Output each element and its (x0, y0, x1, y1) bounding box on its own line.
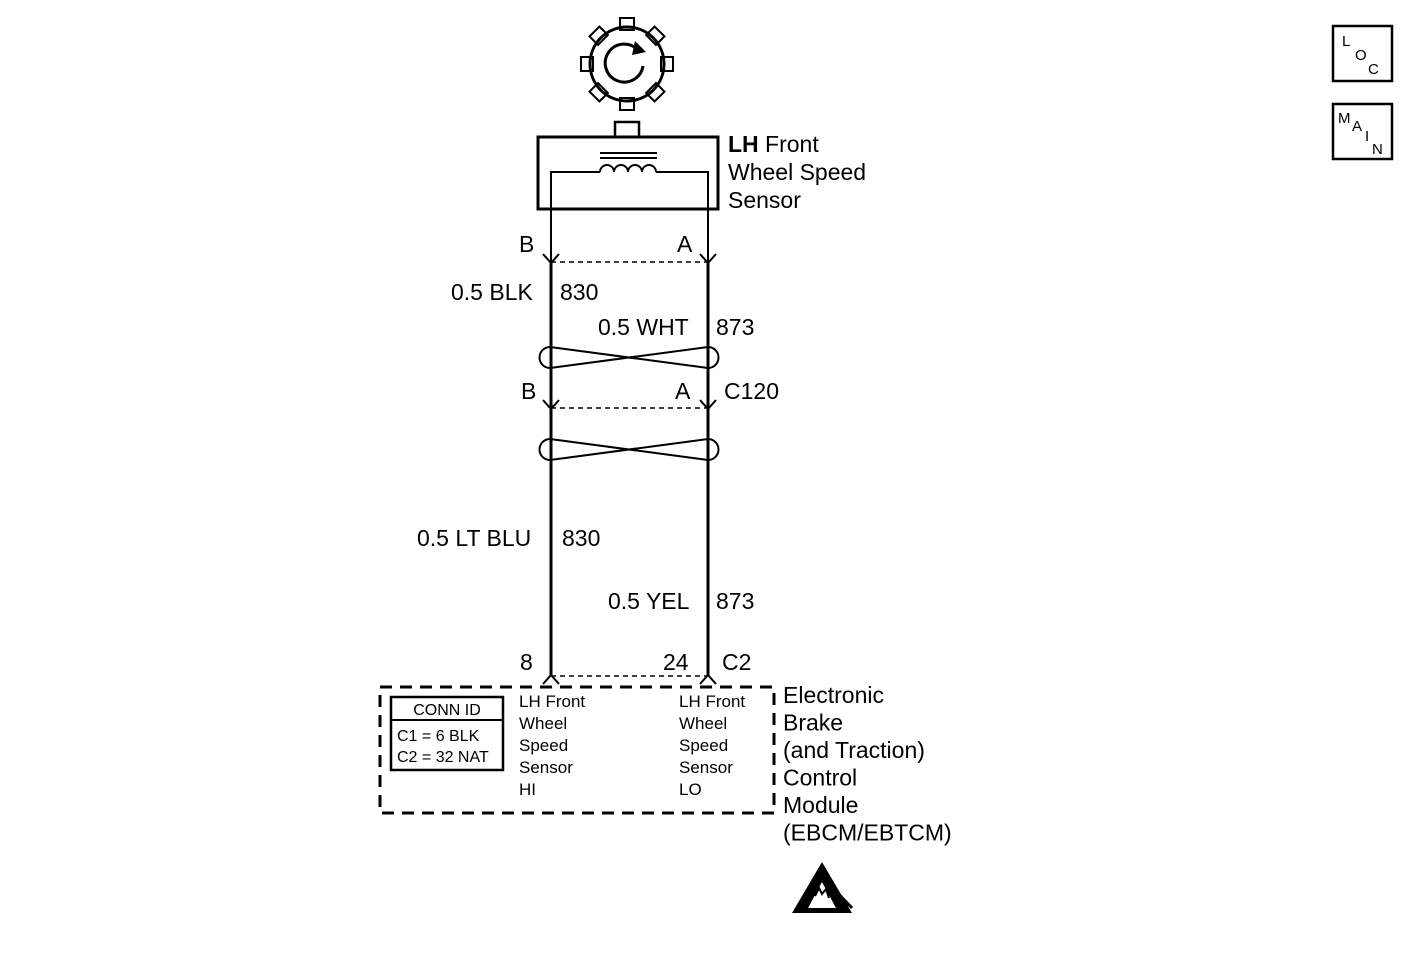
wire-lower-left-color: 0.5 LT BLU (417, 525, 531, 551)
module-connector-chevron-right (699, 673, 717, 685)
module-connector-pin-24: 24 (663, 649, 689, 675)
module-name-line: Module (783, 792, 858, 818)
tone-wheel-tooth (644, 25, 666, 47)
inline-connector-chevron-left (542, 399, 560, 411)
inline-connector-id: C120 (724, 378, 779, 404)
esd-warning-icon (792, 862, 854, 913)
module-name-line: (EBCM/EBTCM) (783, 820, 952, 846)
wire-lower-left-circuit: 830 (562, 525, 600, 551)
module-connector-id: C2 (722, 649, 751, 675)
twisted-pair-symbol-upper (538, 346, 720, 369)
twisted-pair-symbol-lower (538, 438, 720, 461)
inline-connector-pin-a: A (675, 378, 691, 404)
module-name-line: (and Traction) (783, 737, 925, 763)
terminal-lo-line: LH Front (679, 692, 745, 711)
sensor-name-line3: Sensor (728, 187, 801, 213)
terminal-lo-line: Wheel (679, 714, 727, 733)
main-letter-a: A (1352, 118, 1362, 135)
sensor-name-line1: LH Front (728, 131, 819, 157)
main-letter-n: N (1372, 141, 1383, 158)
wire-lower-right-color: 0.5 YEL (608, 588, 690, 614)
module-connector-chevron-left (542, 673, 560, 685)
tone-wheel-tooth (644, 81, 666, 103)
conn-id-line2: C2 = 32 NAT (397, 749, 489, 766)
tone-wheel-tooth (588, 25, 610, 47)
main-letter-m: M (1338, 110, 1351, 127)
inline-connector-chevron-right (699, 399, 717, 411)
module-name-line: Brake (783, 710, 843, 736)
terminal-hi-line: Speed (519, 736, 568, 755)
inline-connector-pin-b: B (521, 378, 536, 404)
sensor-connector-pin-a: A (677, 231, 693, 257)
module-connector-pin-8: 8 (520, 649, 533, 675)
wire-upper-left-color: 0.5 BLK (451, 279, 533, 305)
conn-id-title: CONN ID (413, 702, 481, 719)
loc-letter-l: L (1342, 33, 1350, 50)
loc-button[interactable]: L O C (1331, 24, 1394, 83)
sensor-name-bold: LH (728, 131, 759, 157)
terminal-hi-line: Sensor (519, 758, 573, 777)
wheel-speed-sensor (536, 120, 720, 262)
wire-lower-right-circuit: 873 (716, 588, 754, 614)
terminal-lo-line: Speed (679, 736, 728, 755)
sensor-name-rest: Front (759, 131, 820, 157)
wire-upper-left-circuit: 830 (560, 279, 598, 305)
tone-wheel-icon (580, 17, 674, 111)
loc-letter-c: C (1368, 61, 1379, 78)
conn-id-line1: C1 = 6 BLK (397, 728, 480, 745)
terminal-lo-line: Sensor (679, 758, 733, 777)
terminal-hi-line: LH Front (519, 692, 585, 711)
wire-upper-right-color: 0.5 WHT (598, 314, 689, 340)
terminal-hi-line: HI (519, 780, 536, 799)
module-name-line: Electronic (783, 682, 884, 708)
tone-wheel-tooth (588, 81, 610, 103)
sensor-connector-pin-b: B (519, 231, 534, 257)
terminal-lo-line: LO (679, 780, 702, 799)
sensor-name-line2: Wheel Speed (728, 159, 866, 185)
conn-id-box: CONN ID C1 = 6 BLK C2 = 32 NAT (389, 695, 505, 772)
main-letter-i: I (1365, 128, 1369, 145)
terminal-hi-line: Wheel (519, 714, 567, 733)
module-name-line: Control (783, 765, 857, 791)
wire-upper-right-circuit: 873 (716, 314, 754, 340)
main-button[interactable]: M A I N (1331, 102, 1394, 161)
loc-letter-o: O (1355, 47, 1367, 64)
